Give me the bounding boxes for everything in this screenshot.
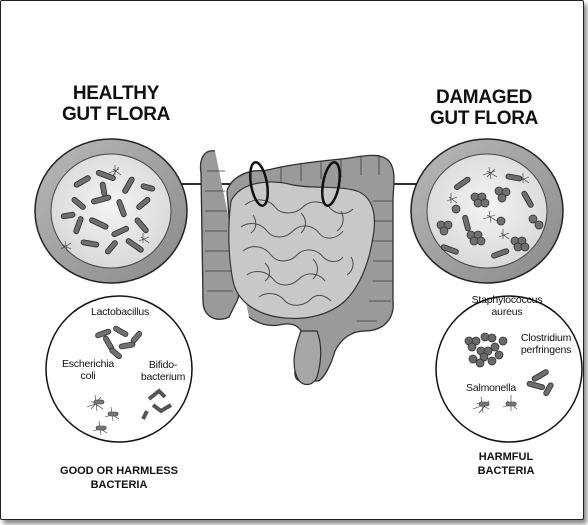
healthy-cross-section <box>35 139 187 283</box>
damaged-caption: HARMFUL BACTERIA <box>441 450 571 478</box>
healthy-caption: GOOD OR HARMLESS BACTERIA <box>39 464 199 492</box>
clostridium-perfringens-label: Clostridium perfringens <box>517 332 575 356</box>
escherichia-coli-label: Escherichia coli <box>57 358 119 382</box>
bifidobacterium-label: Bifido- bacterium <box>135 359 191 383</box>
salmonella-label: Salmonella <box>459 382 523 394</box>
damaged-cross-section <box>411 139 563 283</box>
staphylococcus-aureus-label: Staphylococcus aureus <box>467 294 547 318</box>
lactobacillus-label: Lactobacillus <box>85 306 155 318</box>
intestine-illustration <box>201 151 394 385</box>
